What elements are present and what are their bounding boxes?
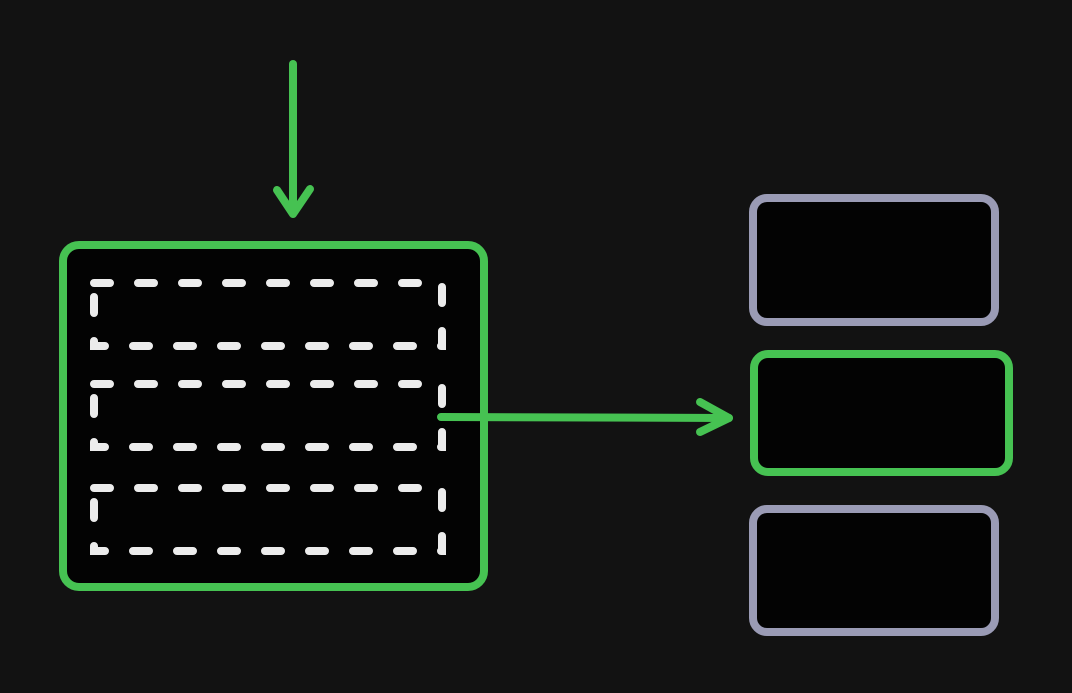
container-row-3 — [90, 484, 446, 555]
output-box-3 — [749, 505, 999, 636]
output-box-2 — [750, 350, 1013, 476]
input-arrow — [273, 60, 314, 218]
connector-arrow — [437, 398, 733, 436]
container-row-2 — [90, 380, 446, 451]
container-row-1 — [90, 279, 446, 350]
output-box-1 — [749, 194, 999, 326]
connector-arrow-head — [696, 398, 733, 436]
input-arrow-head — [273, 185, 314, 218]
container-rows — [90, 279, 446, 555]
container-box — [59, 241, 488, 591]
connector-arrow-shaft — [437, 413, 733, 422]
